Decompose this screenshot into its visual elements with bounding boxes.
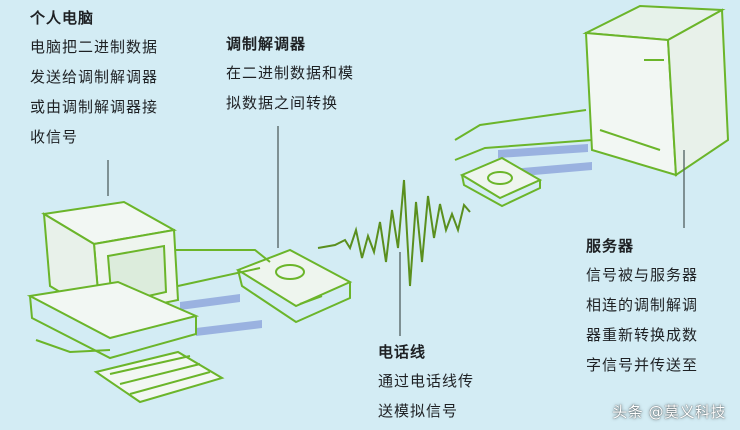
- server-cable: [454, 109, 593, 161]
- pc-line-4: 收信号: [30, 128, 79, 146]
- analog-signal-wave: [317, 179, 471, 287]
- server-modem-illustration: [459, 156, 543, 208]
- server-line-3: 器重新转换成数: [586, 326, 699, 344]
- server-illustration: [582, 4, 730, 177]
- pc-modem-illustration: [235, 248, 353, 324]
- digital-signal-strips: [180, 144, 592, 336]
- phone-line-line-1: 通过电话线传: [378, 372, 475, 390]
- server-description: 服务器 信号被与服务器 相连的调制解调 器重新转换成数 字信号并传送至: [586, 232, 698, 380]
- pc-description: 个人电脑 电脑把二进制数据 发送给调制解调器 或由调制解调器接 收信号: [30, 4, 158, 152]
- modem-line-1: 在二进制数据和模: [226, 64, 355, 82]
- pointer-lines: [107, 126, 685, 336]
- server-line-1: 信号被与服务器: [586, 266, 699, 284]
- server-line-4: 字信号并传送至: [586, 356, 699, 374]
- pc-line-2: 发送给调制解调器: [30, 68, 159, 86]
- phone-line-title: 电话线: [378, 343, 427, 361]
- modem-title: 调制解调器: [226, 35, 307, 53]
- server-line-2: 相连的调制解调: [586, 296, 699, 314]
- pc-cable: [175, 249, 271, 287]
- phone-line-description: 电话线 通过电话线传 送模拟信号: [378, 338, 474, 426]
- pc-title: 个人电脑: [30, 9, 95, 27]
- server-title: 服务器: [586, 237, 635, 255]
- pc-line-1: 电脑把二进制数据: [30, 38, 159, 56]
- pc-line-3: 或由调制解调器接: [30, 98, 159, 116]
- phone-line-line-2: 送模拟信号: [378, 402, 459, 420]
- watermark: 头条 @莫义科技: [612, 403, 726, 421]
- modem-description: 调制解调器 在二进制数据和模 拟数据之间转换: [226, 30, 354, 118]
- modem-line-2: 拟数据之间转换: [226, 94, 339, 112]
- pc-illustration: [26, 200, 225, 404]
